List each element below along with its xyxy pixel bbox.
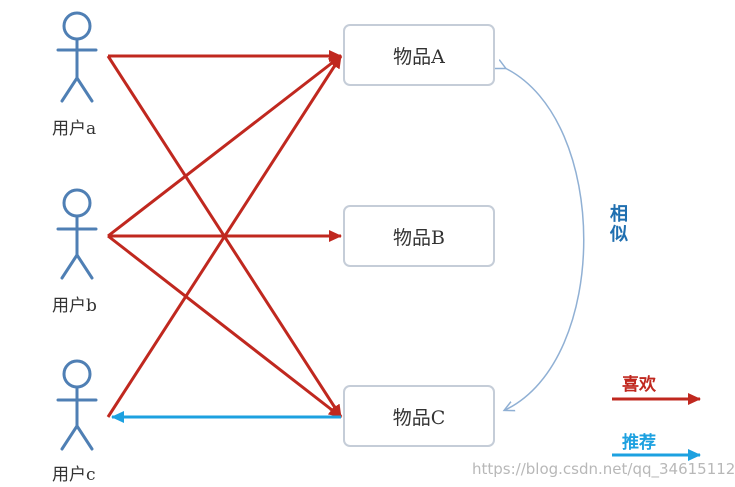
watermark: https://blog.csdn.net/qq_34615112 (472, 460, 735, 478)
item-A-label: 物品A (393, 45, 445, 68)
user-a-figure-icon (56, 11, 98, 103)
legend-recommend-label: 推荐 (622, 433, 656, 453)
user-b-label: 用户b (52, 296, 97, 316)
item-C-label: 物品C (392, 406, 446, 429)
like-arrow-b-C (107, 234, 342, 419)
user-b-figure-icon (56, 188, 98, 280)
like-arrow-c-A (106, 55, 343, 418)
user-a-label: 用户a (52, 119, 97, 139)
user-c-label: 用户c (52, 465, 96, 485)
item-C-box: 物品C (343, 385, 495, 447)
item-B-label: 物品B (393, 226, 445, 249)
item-A-box: 物品A (343, 24, 495, 86)
similar-arc (505, 68, 585, 410)
like-arrow-b-A (107, 54, 342, 238)
legend-like-label: 喜欢 (622, 375, 656, 395)
user-c-figure-icon (56, 359, 98, 451)
similar-label: 相似 (607, 204, 628, 244)
item-B-box: 物品B (343, 205, 495, 267)
